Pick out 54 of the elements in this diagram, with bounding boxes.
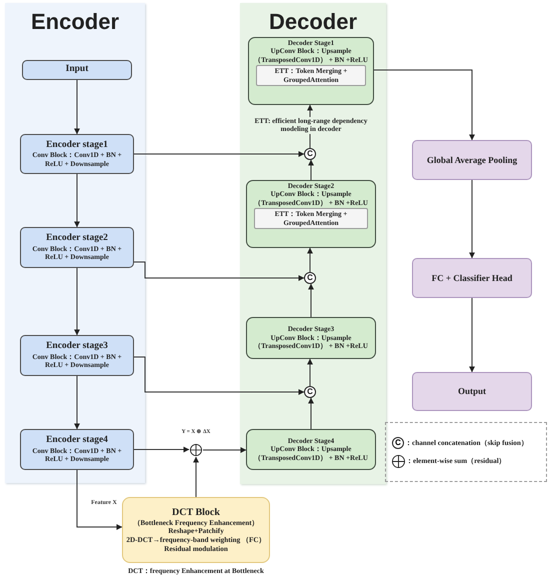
arrow — [308, 398, 314, 430]
process-box — [20, 429, 134, 470]
process-box — [22, 60, 132, 80]
process-box — [20, 134, 134, 174]
process-box — [412, 258, 532, 298]
concat-circle — [304, 272, 316, 284]
arrow — [469, 180, 475, 258]
box-text: Output — [458, 386, 486, 397]
module-box — [256, 65, 366, 86]
concat-symbol: C — [392, 436, 404, 448]
panel-title: Decoder — [268, 11, 358, 33]
arrow — [134, 356, 304, 395]
arrow — [74, 268, 80, 336]
arrow — [374, 70, 475, 140]
arrow — [193, 456, 199, 498]
arrow — [307, 248, 313, 272]
concat-symbol: C — [307, 273, 313, 283]
arrow — [307, 358, 313, 386]
module-box — [254, 208, 368, 229]
box-text: FC + Classifier Head — [432, 272, 512, 284]
section-panel — [5, 3, 145, 483]
arrow — [469, 298, 475, 372]
panel-title: Encoder — [30, 11, 120, 33]
concat-circle — [304, 386, 316, 398]
arrow — [202, 447, 246, 453]
process-box — [412, 140, 532, 180]
process-box — [20, 335, 134, 376]
concat-symbol: C — [307, 149, 313, 159]
arrow — [308, 284, 314, 318]
box-text: Input — [66, 64, 88, 76]
box-title: Encoder stage3 — [46, 341, 108, 353]
box-title: DCT Block — [172, 506, 220, 519]
arrow — [308, 160, 314, 180]
arrow — [134, 262, 304, 281]
process-box — [412, 372, 532, 411]
arrow — [74, 174, 80, 228]
arrow — [134, 446, 190, 452]
concat-symbol: C — [307, 387, 313, 397]
arrow — [76, 470, 122, 530]
process-box — [246, 180, 376, 248]
process-box — [246, 429, 376, 470]
arrow — [74, 376, 80, 430]
box-title: Encoder stage1 — [46, 140, 108, 152]
process-box — [248, 37, 374, 105]
concat-circle — [304, 148, 316, 160]
box-title: Encoder stage4 — [46, 435, 108, 447]
arrow — [134, 151, 304, 157]
box-text: Global Average Pooling — [426, 154, 518, 166]
section-panel — [240, 3, 386, 484]
box-title: Encoder stage2 — [46, 233, 108, 245]
arrow — [74, 80, 80, 134]
sum-circle — [189, 443, 203, 457]
process-box — [246, 317, 376, 359]
process-box — [20, 227, 134, 268]
